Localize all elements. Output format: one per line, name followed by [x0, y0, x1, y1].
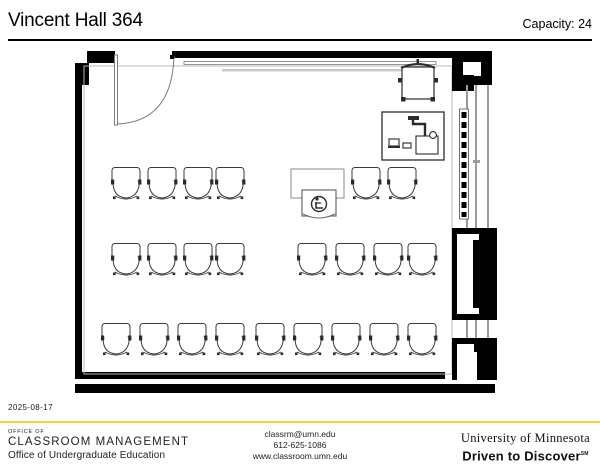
seat-row-3 — [100, 323, 438, 356]
side-table — [398, 59, 438, 102]
office-name: CLASSROOM MANAGEMENT — [8, 436, 190, 448]
footer-divider — [0, 421, 600, 423]
contact-phone: 612-625-1086 — [273, 440, 327, 450]
seat[interactable] — [214, 323, 246, 356]
office-eyebrow: OFFICE OF — [8, 429, 45, 435]
capacity-label: Capacity: 24 — [522, 17, 592, 31]
seat[interactable] — [334, 243, 366, 276]
header-divider — [8, 39, 592, 41]
seat[interactable] — [406, 323, 438, 356]
university-tagline: Driven to DiscoverSM — [461, 446, 590, 464]
seat[interactable] — [110, 167, 142, 200]
seat-row-1 — [110, 167, 418, 219]
seat[interactable] — [372, 243, 404, 276]
seat[interactable] — [350, 167, 382, 200]
seat[interactable] — [110, 243, 142, 276]
university-tagline-text: Driven to Discover — [462, 448, 581, 464]
seat[interactable] — [406, 243, 438, 276]
seat[interactable] — [296, 243, 328, 276]
instructor-station[interactable] — [381, 111, 445, 161]
room-walls — [75, 51, 495, 393]
seat[interactable] — [100, 323, 132, 356]
page-footer: OFFICE OF CLASSROOM MANAGEMENT Office of… — [0, 423, 600, 464]
seat[interactable] — [214, 243, 246, 276]
page-title: Vincent Hall 364 — [8, 10, 143, 31]
seat[interactable] — [146, 243, 178, 276]
seat-row-2 — [110, 243, 438, 276]
window-upper — [459, 108, 480, 220]
seat[interactable] — [182, 243, 214, 276]
whiteboard — [183, 61, 437, 72]
seat[interactable] — [214, 167, 246, 200]
floorplan-svg — [75, 51, 497, 393]
footer-office-block: OFFICE OF CLASSROOM MANAGEMENT Office of… — [8, 429, 189, 462]
seat[interactable] — [368, 323, 400, 356]
university-name: University of Minnesota — [460, 431, 590, 445]
seat[interactable] — [176, 323, 208, 356]
seat[interactable] — [138, 323, 170, 356]
seat[interactable] — [330, 323, 362, 356]
contact-email[interactable]: classrm@umn.edu — [264, 429, 336, 439]
wall-pier-lower — [452, 338, 497, 380]
seat[interactable] — [146, 167, 178, 200]
footer-contact-block: classrm@umn.edu 612-625-1086 www.classro… — [0, 429, 600, 462]
page-header: Vincent Hall 364 Capacity: 24 — [0, 0, 600, 42]
contact-website[interactable]: www.classroom.umn.edu — [252, 451, 348, 461]
seat[interactable] — [182, 167, 214, 200]
floorplan — [0, 42, 600, 400]
accessible-seat[interactable] — [290, 168, 345, 219]
plan-date-stamp: 2025-08-17 — [8, 403, 53, 412]
footer-university-block: University of Minnesota Driven to Discov… — [461, 431, 590, 464]
right-wall — [452, 51, 497, 380]
office-parent: Office of Undergraduate Education — [8, 450, 166, 461]
tagline-sm-mark: SM — [580, 451, 589, 457]
entry-door — [114, 54, 175, 126]
seat[interactable] — [386, 167, 418, 200]
seat[interactable] — [292, 323, 324, 356]
seat[interactable] — [254, 323, 286, 356]
wall-pier-middle — [452, 228, 497, 320]
